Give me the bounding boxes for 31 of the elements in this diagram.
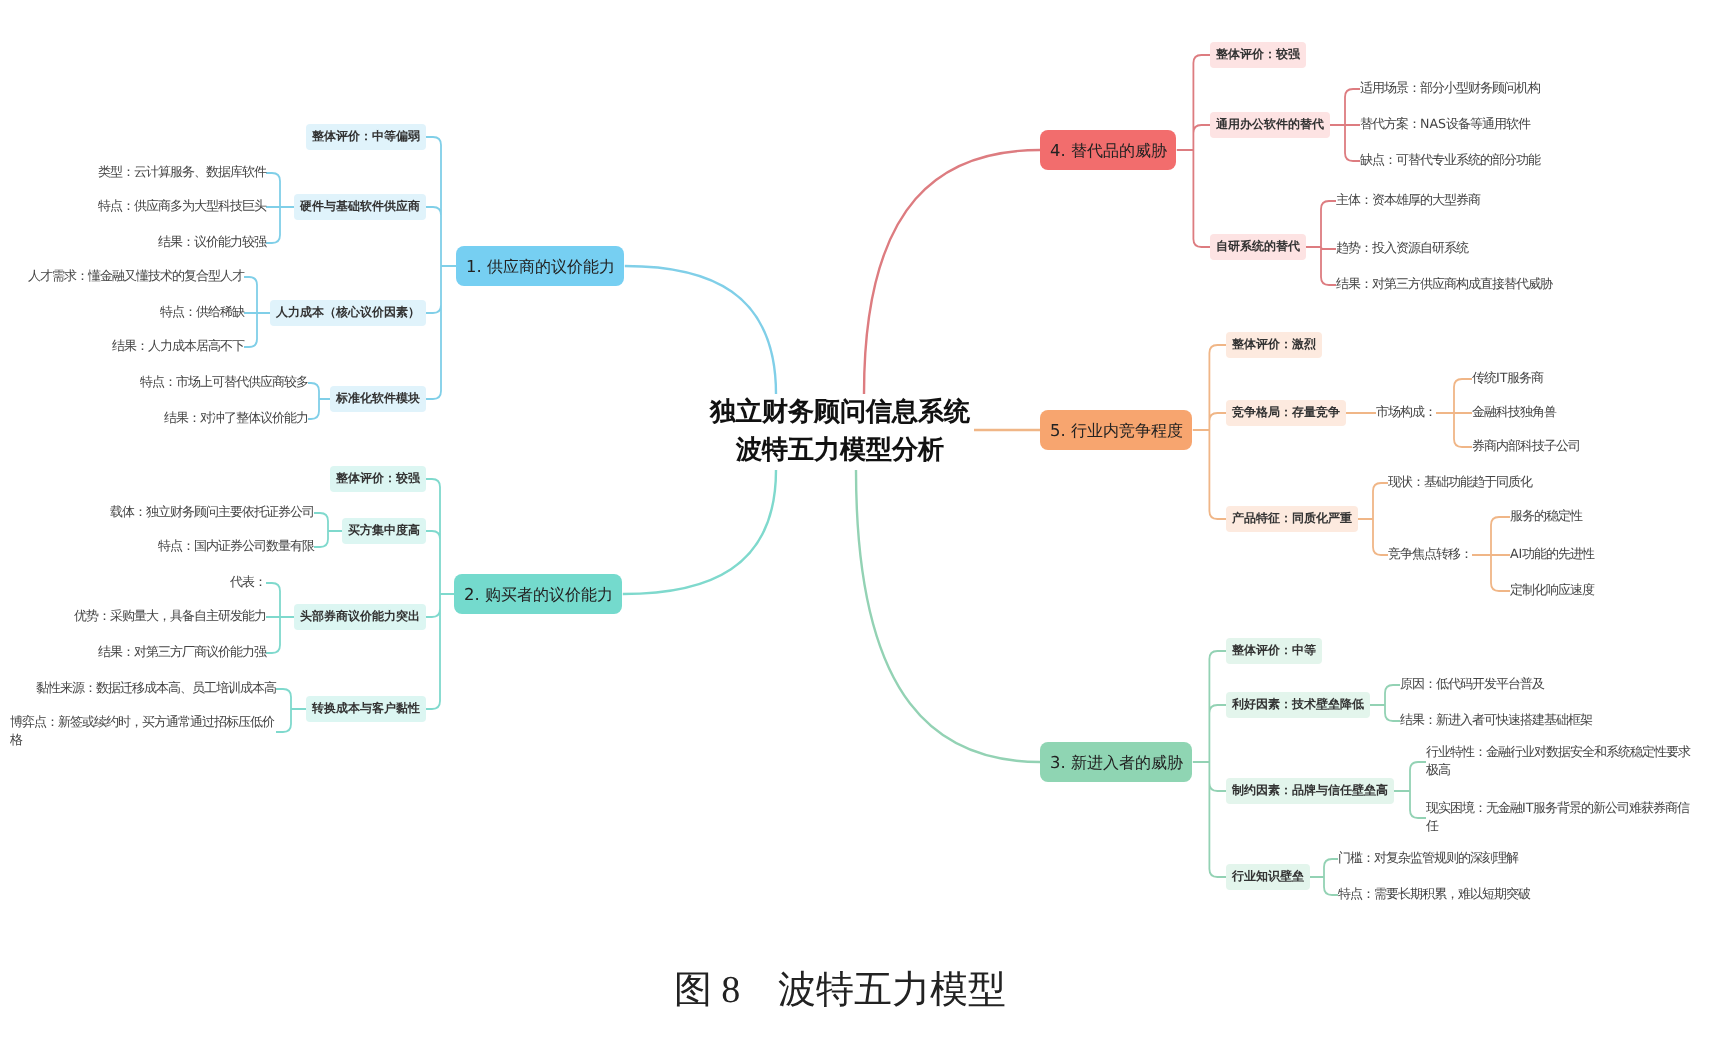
branch-box: 3. 新进入者的威胁 <box>1040 742 1193 782</box>
connector-line <box>425 478 455 710</box>
branch-curve <box>622 469 778 596</box>
branch-curve <box>974 428 1040 432</box>
connector-line <box>1471 516 1511 592</box>
connector-line <box>1191 650 1227 878</box>
connector-line <box>1435 378 1473 448</box>
connector-line <box>307 382 331 420</box>
connector-line <box>1345 412 1377 414</box>
connector-line <box>275 688 307 733</box>
branch-box: 5. 行业内竞争程度 <box>1040 410 1193 450</box>
connector-line <box>1305 200 1337 286</box>
branch-curve <box>624 264 778 395</box>
connector-line <box>1369 684 1401 722</box>
central-topic: 独立财务顾问信息系统波特五力模型分析 <box>706 394 974 470</box>
branch-box: 4. 替代品的威胁 <box>1040 130 1177 170</box>
connector-line <box>313 512 343 548</box>
connector-line <box>1393 761 1427 819</box>
branch-box: 1. 供应商的议价能力 <box>456 246 625 286</box>
branch-curve <box>854 469 1041 764</box>
connector-line <box>1357 482 1389 556</box>
connector-line <box>1191 344 1227 520</box>
connector-line <box>1175 54 1211 248</box>
figure-caption: 图 8 波特五力模型 <box>673 968 1007 1016</box>
branch-curve <box>862 148 1041 395</box>
connector-line <box>265 582 295 654</box>
connector-line <box>1309 858 1339 896</box>
connector-line <box>243 276 271 348</box>
connector-line <box>265 172 295 244</box>
connector-line <box>1329 88 1361 162</box>
branch-box: 2. 购买者的议价能力 <box>454 574 623 614</box>
